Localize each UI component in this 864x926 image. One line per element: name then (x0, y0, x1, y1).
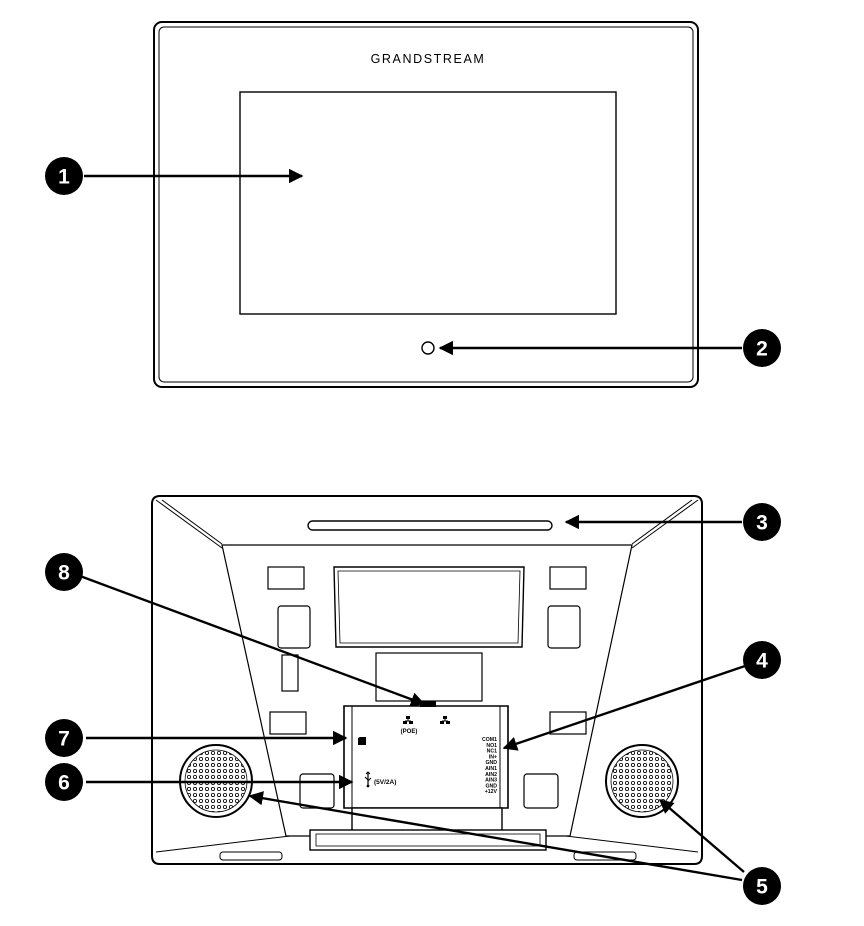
terminal-pin-label: AIN2 (485, 772, 497, 778)
mount-tab (267, 566, 305, 590)
callout-circle (743, 867, 781, 905)
callout-number: 1 (58, 166, 70, 189)
terminal-pin-label: AIN3 (485, 778, 497, 784)
callout-badges: 1 2 3 4 5 6 7 8 (45, 157, 781, 905)
mount-window-inner (337, 570, 521, 644)
callout-3: 3 (743, 503, 781, 541)
callout-6: 6 (45, 763, 83, 801)
bevel-line (161, 499, 223, 545)
callout-number: 2 (756, 338, 768, 361)
front-bezel-inner (158, 26, 694, 383)
stand-base-inner (315, 833, 541, 847)
mount-window (333, 566, 525, 648)
terminal-pin-label: AIN1 (485, 766, 497, 772)
leader-lines (79, 168, 746, 882)
callout-circle (45, 763, 83, 801)
callout-number: 3 (756, 512, 768, 535)
terminal-pin-label: COM1 (482, 737, 497, 743)
brand-logo: GRANDSTREAM (371, 52, 486, 66)
callout-7: 7 (45, 719, 83, 757)
poe-label: (POE) (401, 729, 418, 735)
leader-8 (79, 574, 426, 707)
mount-tab (269, 711, 307, 735)
callout-8: 8 (45, 553, 83, 591)
leader-5b (658, 799, 745, 873)
ethernet-poe-icon (403, 716, 413, 724)
connector-module (343, 705, 509, 809)
sd-card-icon (358, 737, 366, 745)
usb-label: (5V/2A) (374, 779, 396, 786)
callout-number: 5 (756, 876, 768, 899)
callout-circle (45, 719, 83, 757)
bevel-line (155, 835, 291, 853)
terminal-pin-label: GND (485, 783, 497, 789)
front-sensor (421, 341, 435, 355)
bevel-line (565, 835, 699, 853)
terminal-pin-label: NC1 (487, 749, 497, 755)
leader-5a (248, 791, 743, 882)
callout-1: 1 (45, 157, 83, 195)
touch-screen (239, 91, 617, 315)
foot-left (219, 851, 283, 861)
callout-circle (743, 503, 781, 541)
callout-number: 8 (58, 562, 70, 585)
callout-circle (45, 553, 83, 591)
mount-tab (299, 773, 335, 809)
front-view: GRANDSTREAM (153, 21, 699, 388)
speaker-right (605, 744, 679, 818)
usb-icon (364, 771, 372, 788)
back-view: (POE) (5V/2A) COM1NO1NC1IN+GNDAIN1AIN2AI… (151, 495, 703, 865)
callout-circle (45, 157, 83, 195)
callout-number: 4 (756, 650, 768, 673)
mount-tab (547, 605, 581, 649)
bevel-line (155, 499, 223, 549)
callout-4: 4 (743, 641, 781, 679)
callout-circle (743, 329, 781, 367)
ethernet-icon (440, 716, 450, 724)
cable-channel (375, 652, 483, 702)
callout-5: 5 (743, 867, 781, 905)
terminal-pin-label: NO1 (486, 743, 497, 749)
bevel-line (631, 499, 699, 549)
leader-4 (502, 664, 746, 751)
mount-tab (549, 566, 587, 590)
mount-tab (523, 773, 559, 809)
ethernet-port-tab (420, 701, 436, 707)
top-vent-slot (307, 520, 553, 531)
callout-circle (743, 641, 781, 679)
stand-base (309, 829, 547, 851)
callout-number: 7 (58, 728, 70, 751)
terminal-pin-label: +12V (485, 789, 498, 795)
terminal-pin-label: GND (485, 760, 497, 766)
terminal-pin-label: IN+ (489, 754, 497, 760)
mount-tab (281, 654, 299, 692)
callout-number: 6 (58, 772, 70, 795)
mount-tab (277, 605, 311, 649)
callout-2: 2 (743, 329, 781, 367)
